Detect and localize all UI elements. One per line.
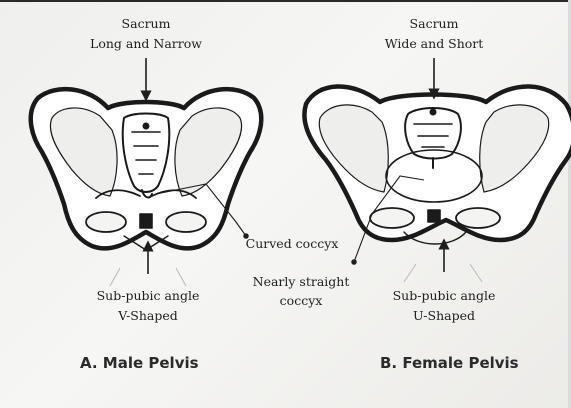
female-subpubic-angle-desc: U-Shaped xyxy=(394,306,494,326)
straight-coccyx-label-line2: coccyx xyxy=(276,291,326,311)
male-pelvis-illustration xyxy=(31,89,261,250)
female-sacrum-title: Sacrum xyxy=(384,14,484,34)
male-subpubic-angle-title: Sub-pubic angle xyxy=(88,286,208,306)
female-pelvis-caption: B. Female Pelvis xyxy=(380,354,519,372)
straight-coccyx-label-line1: Nearly straight xyxy=(246,272,356,292)
female-subpubic-angle-title: Sub-pubic angle xyxy=(384,286,504,306)
male-pelvis-caption: A. Male Pelvis xyxy=(80,354,199,372)
female-sacrum-desc: Wide and Short xyxy=(374,34,494,54)
curved-coccyx-label: Curved coccyx xyxy=(242,234,342,254)
female-pelvis-illustration xyxy=(304,86,571,244)
female-sacrum xyxy=(405,108,461,159)
male-sacrum-title: Sacrum xyxy=(96,14,196,34)
male-sacrum-desc: Long and Narrow xyxy=(86,34,206,54)
male-subpubic-angle-desc: V-Shaped xyxy=(98,306,198,326)
